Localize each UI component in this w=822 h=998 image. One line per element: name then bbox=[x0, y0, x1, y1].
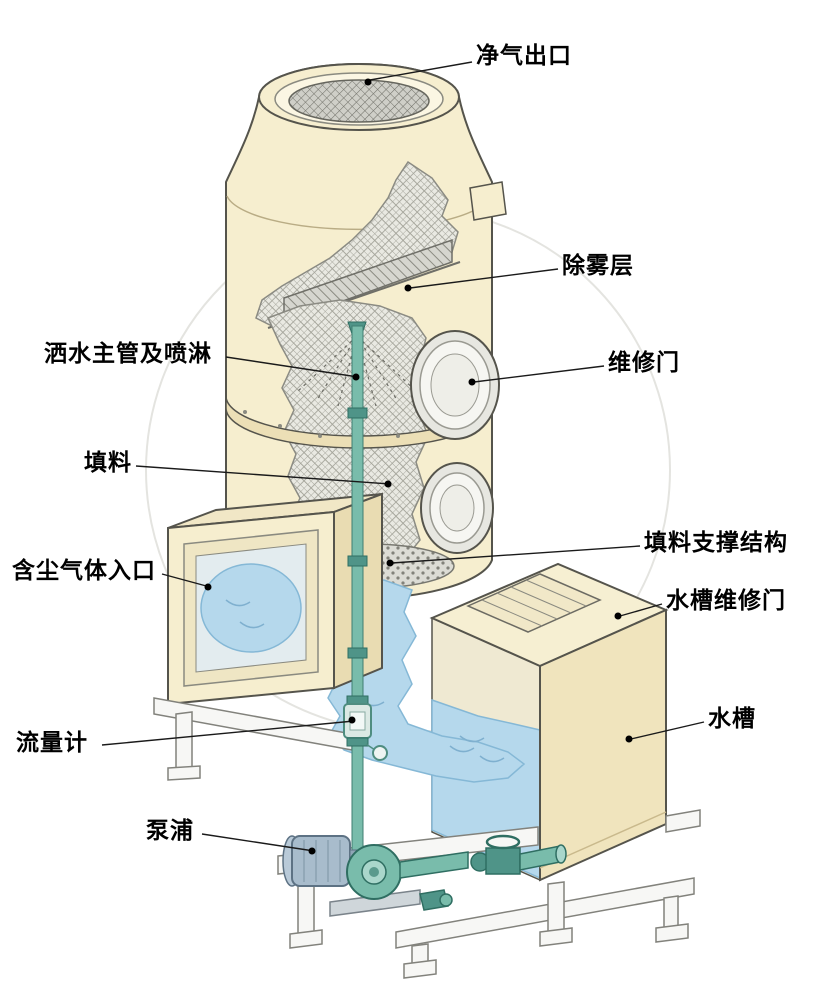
pipe-coupling-3 bbox=[347, 647, 368, 659]
leader-spray-main-pipe bbox=[225, 356, 359, 378]
frame-foot-left bbox=[167, 765, 201, 781]
frame-post-left bbox=[175, 711, 193, 771]
label-packing-support: 填料支撑结构 bbox=[644, 530, 788, 556]
frame-foot-2 bbox=[403, 959, 437, 979]
pump-motor bbox=[291, 835, 351, 887]
label-clean-air-outlet: 净气出口 bbox=[476, 43, 572, 69]
maintenance-door-upper bbox=[410, 330, 500, 440]
tank-hatch bbox=[466, 573, 602, 633]
label-water-tank: 水槽 bbox=[708, 706, 756, 732]
label-dust-gas-inlet: 含尘气体入口 bbox=[12, 558, 156, 584]
water-tank-assembly bbox=[429, 562, 669, 882]
neck-bracket bbox=[469, 181, 507, 221]
spray-riser-pipe bbox=[351, 325, 364, 869]
flow-meter-device bbox=[343, 695, 388, 761]
leader-maintenance-door bbox=[473, 365, 605, 383]
label-demister-layer: 除雾层 bbox=[562, 253, 634, 279]
meter-union-bottom bbox=[346, 737, 369, 747]
frame-foot-4 bbox=[655, 923, 689, 943]
top-grate bbox=[288, 79, 430, 123]
frame-leg-3 bbox=[547, 881, 565, 937]
discharge-pipe bbox=[399, 851, 469, 879]
leader-water-tank bbox=[630, 721, 705, 740]
label-flow-meter: 流量计 bbox=[16, 730, 88, 756]
label-pump: 泵浦 bbox=[146, 818, 194, 844]
leader-flow-meter bbox=[101, 720, 355, 746]
leader-clean-air-outlet bbox=[369, 61, 473, 81]
meter-union-top bbox=[346, 695, 369, 705]
maintenance-door-lower bbox=[420, 462, 494, 554]
pipe-coupling-2 bbox=[347, 555, 368, 567]
leader-lines bbox=[101, 61, 705, 852]
frame-foot-3 bbox=[539, 927, 573, 947]
pipe-coupling-1 bbox=[347, 407, 368, 419]
leader-demister-layer bbox=[409, 268, 559, 289]
frame-rail-bottom bbox=[395, 877, 695, 949]
label-packing: 填料 bbox=[84, 450, 132, 476]
valve-handwheel bbox=[485, 834, 521, 850]
meter-gauge bbox=[372, 745, 388, 761]
leader-dust-gas-inlet bbox=[161, 573, 211, 588]
label-spray-main-pipe: 洒水主管及喷淋 bbox=[44, 341, 212, 367]
shoulder-joint-line bbox=[226, 195, 492, 231]
leader-packing bbox=[135, 465, 391, 485]
water-waves bbox=[359, 699, 505, 763]
leader-tank-door bbox=[619, 603, 663, 617]
duct-water-view bbox=[200, 563, 302, 653]
leader-dots bbox=[204, 78, 633, 855]
pump-assembly bbox=[282, 834, 567, 917]
label-tank-maintenance-door: 水槽维修门 bbox=[666, 588, 786, 614]
frame-rail-mid-right bbox=[665, 809, 701, 833]
leader-packing-support bbox=[391, 545, 641, 564]
gas-inlet-duct bbox=[167, 492, 383, 706]
leader-pump bbox=[201, 833, 315, 852]
valve-body bbox=[485, 847, 521, 875]
label-maintenance-door: 维修门 bbox=[608, 350, 680, 376]
frame-foot-1 bbox=[289, 929, 323, 949]
base-frame bbox=[153, 697, 701, 979]
